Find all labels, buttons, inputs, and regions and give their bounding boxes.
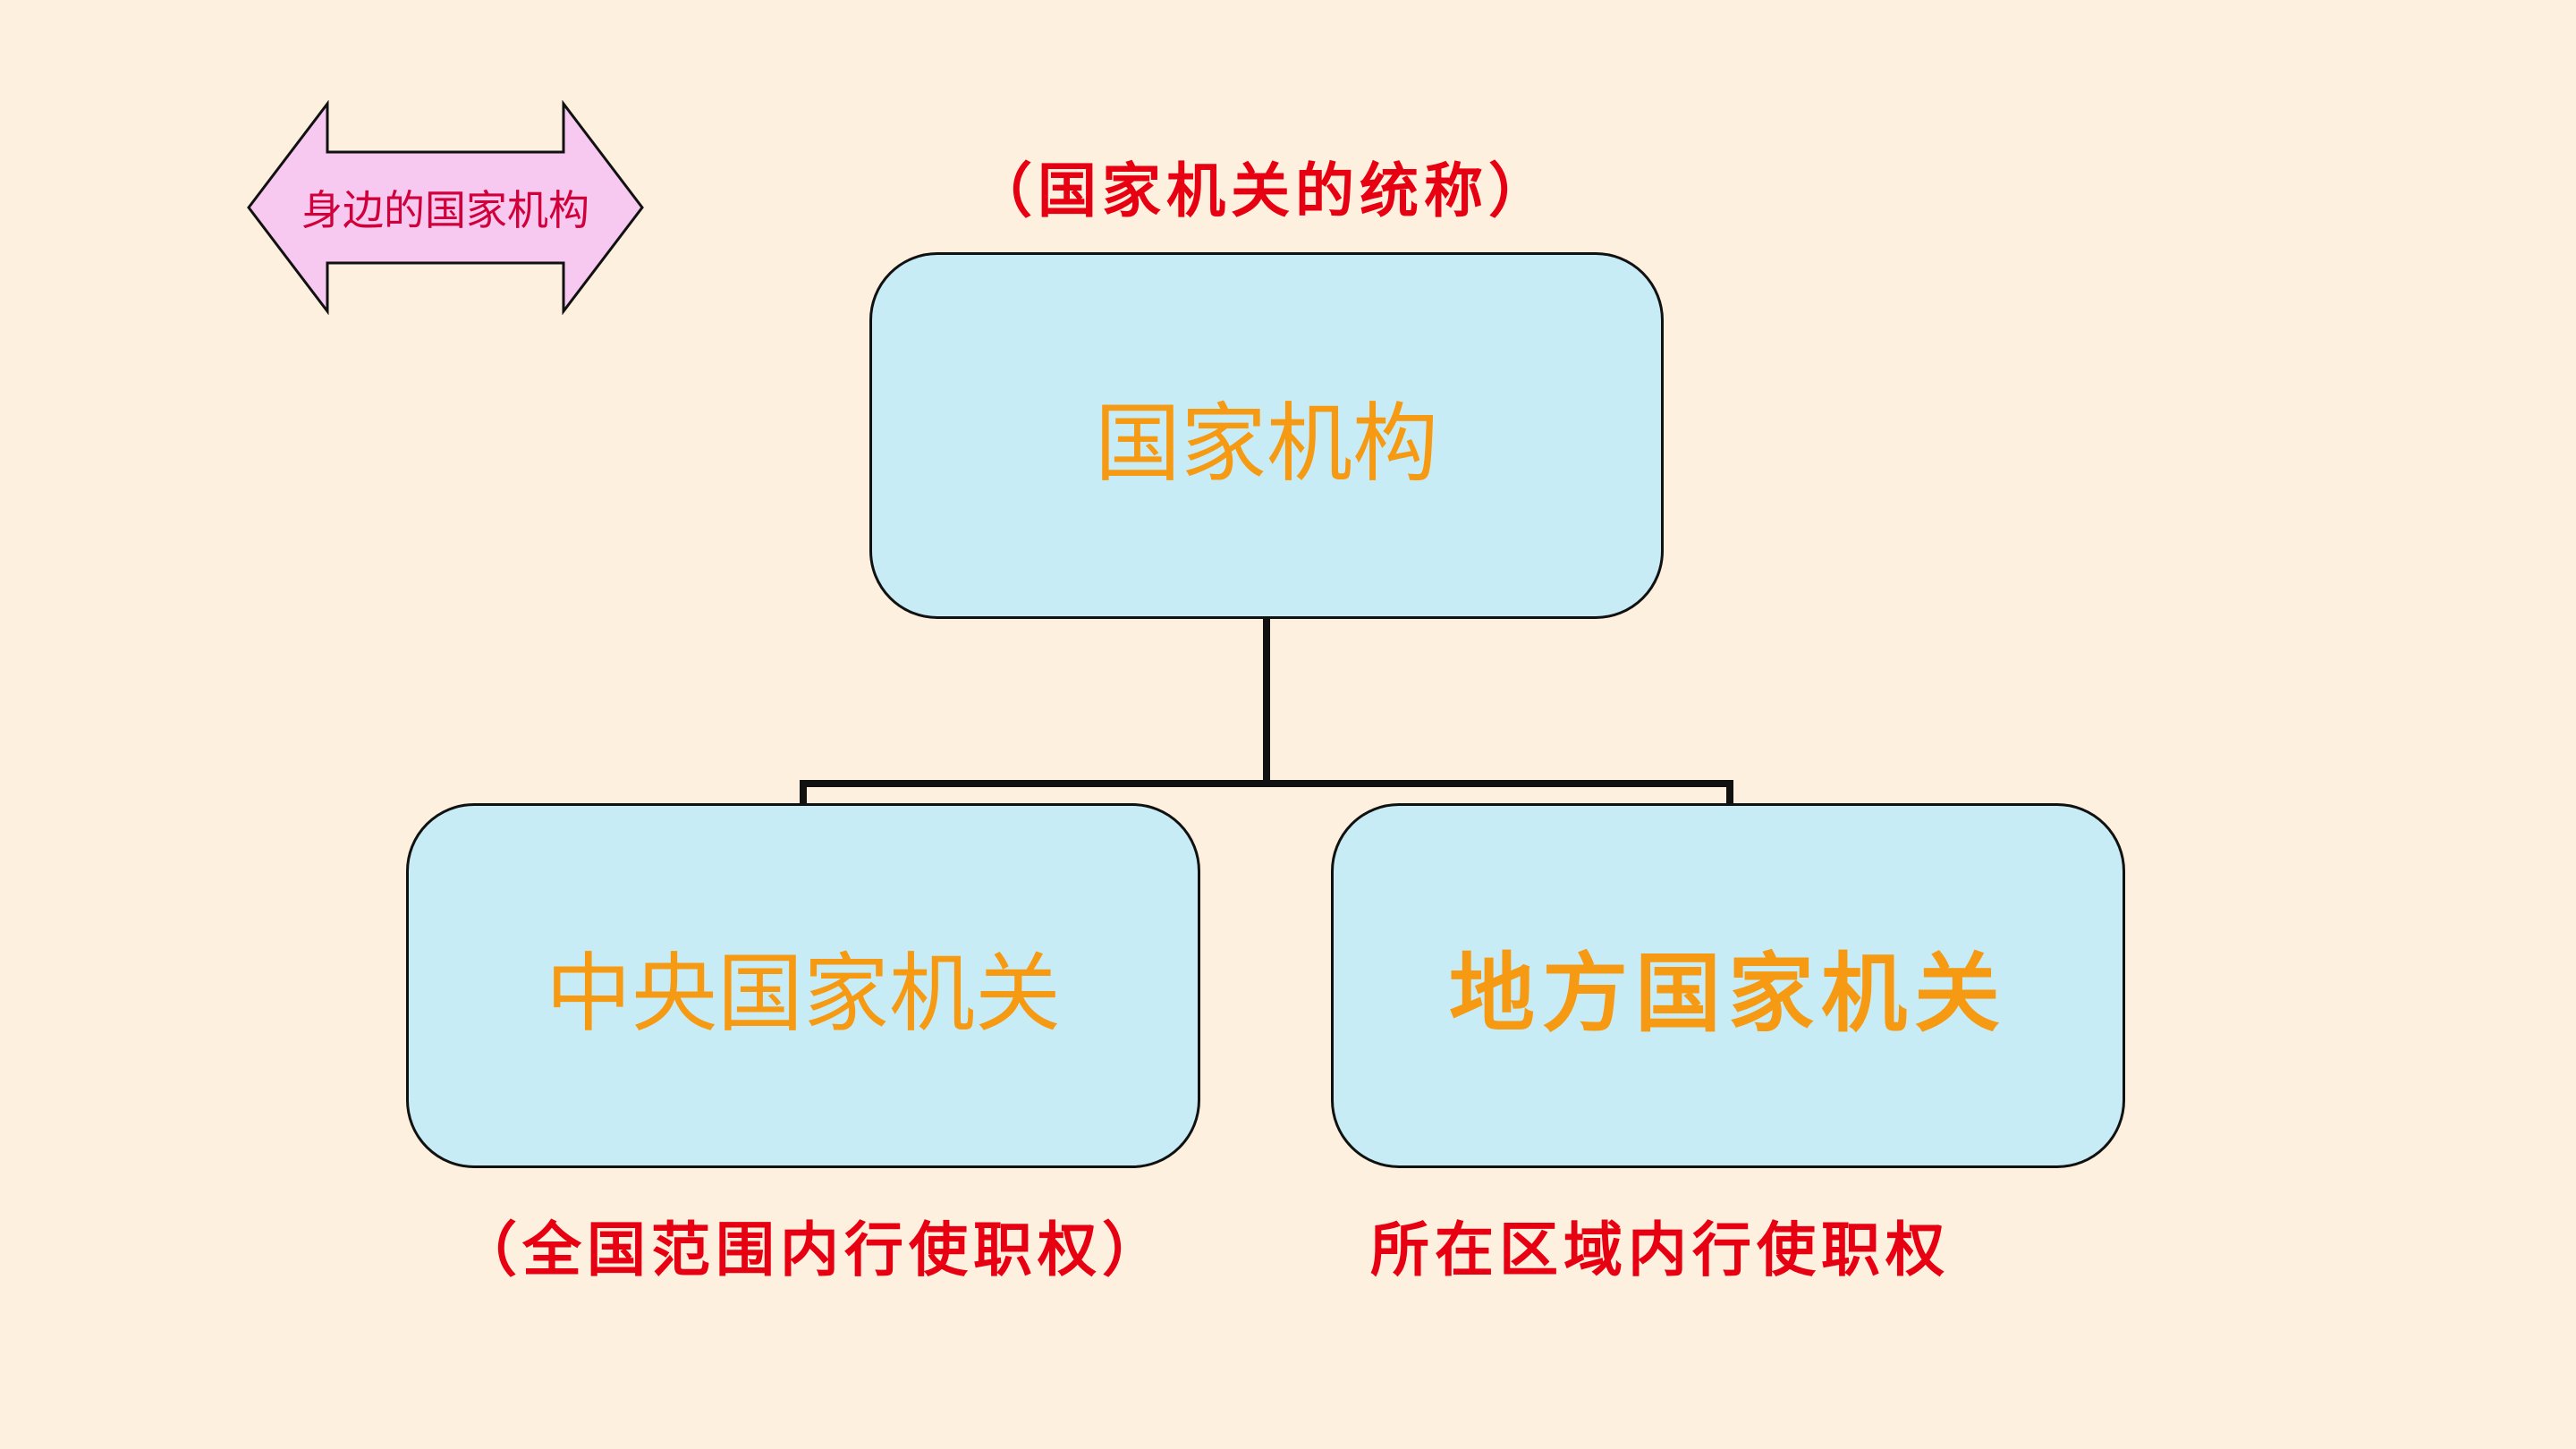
- nav-arrow-label: 身边的国家机构: [301, 186, 589, 234]
- node-state-organs-label: 国家机构: [1095, 393, 1438, 494]
- node-local-organs: 地方国家机关: [1331, 803, 2125, 1168]
- node-central-organs-label: 中央国家机关: [546, 943, 1061, 1044]
- node-state-organs: 国家机构: [869, 252, 1664, 619]
- local-caption: 所在区域内行使职权: [1370, 1215, 1950, 1284]
- nav-arrow-button[interactable]: 身边的国家机构: [247, 100, 644, 315]
- central-caption: （全国范围内行使职权）: [458, 1215, 1166, 1284]
- node-local-organs-label: 地方国家机关: [1449, 943, 2007, 1044]
- root-caption: （国家机关的统称）: [973, 156, 1553, 225]
- node-central-organs: 中央国家机关: [406, 803, 1200, 1168]
- double-arrow-icon: [247, 100, 644, 315]
